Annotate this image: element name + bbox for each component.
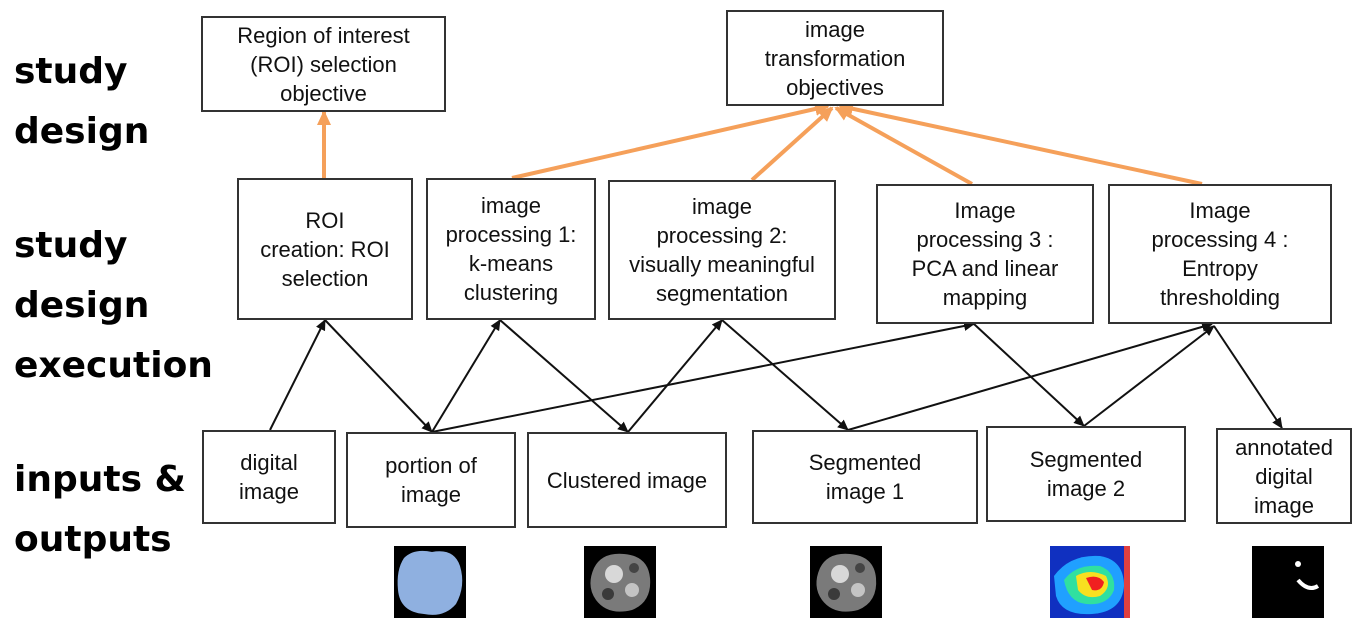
segmented-image-1-box: Segmented image 1: [752, 430, 978, 524]
blue-mask-thumbnail: [394, 546, 466, 618]
binary-mask-thumbnail: [1252, 546, 1324, 618]
edge-roi-creation-to-portion: [324, 319, 433, 433]
edge-proc1-to-transform-objectives: [511, 102, 830, 180]
roi-selection-objective-box: Region of interest (ROI) selection objec…: [201, 16, 446, 112]
segmented-image-2-box: Segmented image 2: [986, 426, 1186, 522]
digital-image-box: digital image: [202, 430, 336, 524]
image-transformation-objectives-box: image transformation objectives: [726, 10, 944, 106]
annotated-digital-image-box: annotated digital image: [1216, 428, 1352, 524]
row-label-inputs-outputs: inputs & outputs: [14, 459, 186, 560]
row-label-study-design-execution: study design execution: [14, 225, 213, 386]
grayscale-lesion-thumbnail-segmented: [810, 546, 882, 618]
edge-proc4-to-transform-objectives: [838, 101, 1203, 186]
edge-proc4-to-annotated: [1213, 325, 1283, 429]
colormap-thumbnail: [1050, 546, 1130, 618]
edge-proc3-to-transform-objectives: [834, 106, 973, 186]
edge-proc3-to-segmented2: [973, 323, 1085, 427]
clustered-image-box: Clustered image: [527, 432, 727, 528]
edge-clustered-to-proc2: [627, 319, 723, 433]
edge-proc1-to-clustered: [499, 319, 629, 433]
row-label-study-design: study design: [14, 51, 150, 152]
edge-portion-to-proc1: [431, 319, 501, 433]
roi-creation-box: ROI creation: ROI selection: [237, 178, 413, 320]
edge-digital-to-roi-creation: [269, 319, 326, 431]
edge-segmented2-to-proc4: [1083, 325, 1215, 427]
edge-proc2-to-segmented1: [721, 319, 849, 431]
portion-of-image-box: portion of image: [346, 432, 516, 528]
edge-portion-to-proc3: [431, 321, 975, 433]
edge-proc2-to-transform-objectives: [750, 106, 834, 182]
image-processing-2-box: image processing 2: visually meaningful …: [608, 180, 836, 320]
image-processing-1-box: image processing 1: k-means clustering: [426, 178, 596, 320]
image-processing-3-box: Image processing 3 : PCA and linear mapp…: [876, 184, 1094, 324]
grayscale-lesion-thumbnail-clustered: [584, 546, 656, 618]
image-processing-4-box: Image processing 4 : Entropy thresholdin…: [1108, 184, 1332, 324]
